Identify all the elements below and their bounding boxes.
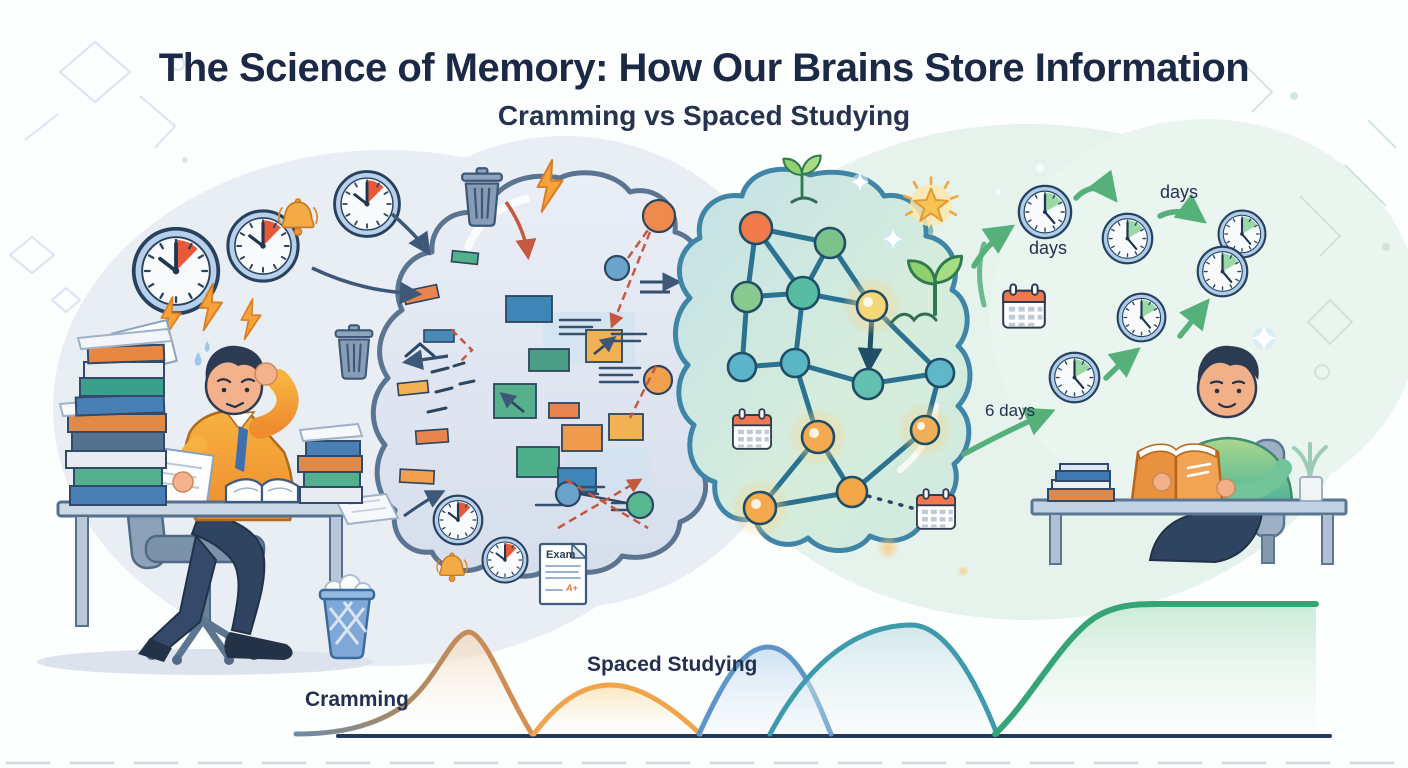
curve-cramming-spike bbox=[293, 629, 535, 737]
trash-can-icon bbox=[334, 324, 374, 380]
alarm-clock-red-icon bbox=[432, 494, 484, 546]
alarm-clock-green-icon bbox=[1116, 292, 1167, 343]
curve-cramming-spike-area bbox=[296, 632, 532, 734]
page-subtitle: Cramming vs Spaced Studying bbox=[497, 100, 911, 131]
spaced-time-icons bbox=[961, 169, 1267, 457]
calendar-icon bbox=[916, 488, 956, 530]
leaking-fragments bbox=[396, 249, 480, 518]
exam-paper-icon bbox=[538, 542, 588, 606]
retention-chart bbox=[6, 600, 1402, 765]
curve-spaced-plateau-area bbox=[995, 603, 1316, 734]
curve-spaced-plateau bbox=[992, 600, 1319, 737]
page-title: The Science of Memory: How Our Brains St… bbox=[158, 46, 1250, 90]
cluttered-memory-fragments bbox=[493, 198, 682, 530]
cup-icon bbox=[1299, 476, 1323, 502]
curve-spaced-review-3 bbox=[767, 622, 1000, 737]
alarm-clock-green-icon bbox=[1017, 184, 1073, 240]
brain-cluttered bbox=[370, 170, 721, 579]
alarm-clock-red-icon bbox=[333, 170, 401, 238]
calendar-icon bbox=[1002, 283, 1046, 329]
curve-spaced-review-1 bbox=[531, 682, 703, 737]
brain-network bbox=[673, 166, 973, 553]
worried-face bbox=[216, 378, 256, 409]
trash-can-icon bbox=[461, 167, 503, 227]
alarm-clock-green-icon bbox=[1101, 212, 1154, 265]
stressed-student-scene bbox=[37, 282, 400, 675]
alarm-clock-red-icon bbox=[481, 536, 529, 584]
alarm-clock-green-icon bbox=[1048, 351, 1101, 404]
calendar-icon bbox=[732, 408, 772, 450]
wastebasket-icon bbox=[318, 574, 376, 660]
geometric-pattern-top-right bbox=[1239, 59, 1397, 380]
geometric-pattern-top-left bbox=[8, 40, 188, 314]
open-book-icon bbox=[224, 478, 300, 504]
book-stack-desk bbox=[297, 422, 364, 504]
calm-student-scene bbox=[1030, 345, 1348, 565]
book-stack-small bbox=[1047, 463, 1115, 502]
calm-face bbox=[1209, 380, 1246, 409]
knowledge-network-nodes bbox=[726, 210, 956, 538]
cramming-time-icons bbox=[131, 159, 564, 584]
book-stack-tall bbox=[58, 327, 174, 506]
alarm-clock-green-icon bbox=[1196, 245, 1249, 298]
curve-spaced-review-3-area bbox=[770, 625, 997, 734]
reading-book-icon bbox=[1130, 443, 1224, 502]
desk-icon bbox=[1030, 498, 1348, 565]
plant-icon bbox=[1292, 442, 1328, 480]
